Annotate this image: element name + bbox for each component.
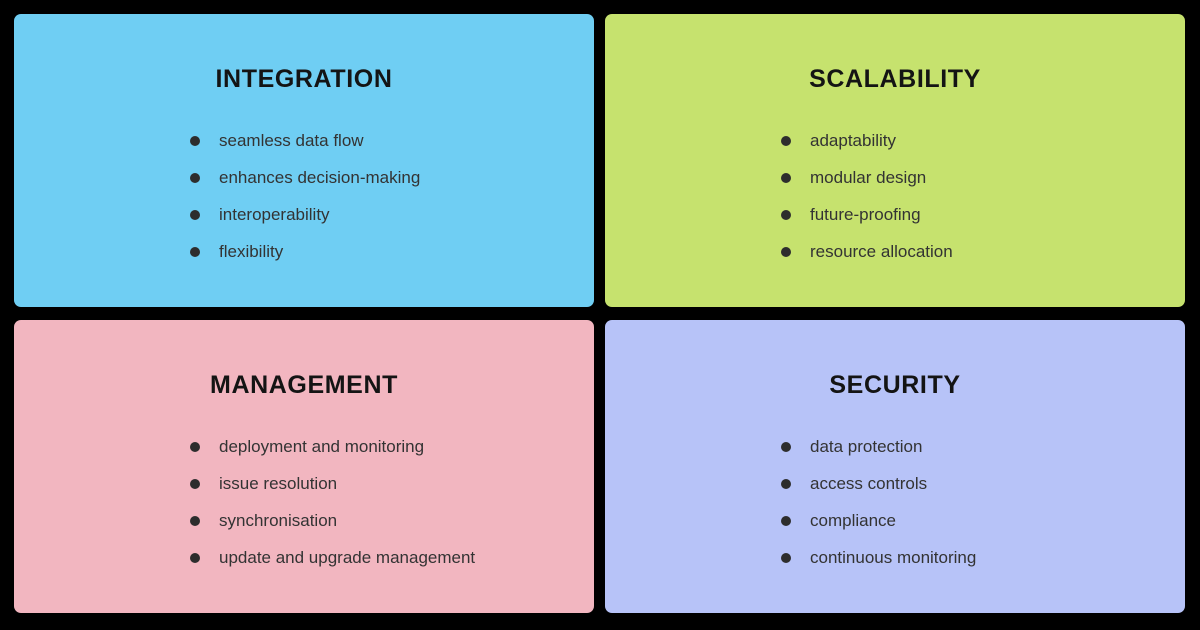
list-item-label: modular design: [810, 168, 927, 187]
quadrant-title-integration: INTEGRATION: [215, 65, 393, 93]
list-item-label: deployment and monitoring: [219, 437, 425, 456]
list-item-label: update and upgrade management: [219, 548, 476, 567]
bullet-list-security: data protection access controls complian…: [605, 438, 1185, 566]
bullet-icon: [781, 172, 791, 183]
quadrant-title-scalability: SCALABILITY: [809, 65, 981, 93]
list-item: modular design: [781, 169, 1185, 186]
bullet-icon: [781, 209, 791, 220]
list-item-label: resource allocation: [810, 242, 953, 261]
list-item: compliance: [781, 512, 1185, 529]
bullet-icon: [781, 552, 791, 563]
list-item-label: issue resolution: [219, 474, 338, 493]
list-item: deployment and monitoring: [190, 438, 594, 455]
bullet-icon: [781, 135, 791, 146]
list-item: data protection: [781, 438, 1185, 455]
quadrant-integration: INTEGRATION seamless data flow enhances …: [14, 14, 594, 307]
quadrant-security: SECURITY data protection access controls…: [605, 320, 1185, 613]
quadrant-management: MANAGEMENT deployment and monitoring iss…: [14, 320, 594, 613]
list-item-label: data protection: [810, 437, 923, 456]
list-item-label: access controls: [810, 474, 928, 493]
list-item-label: enhances decision-making: [219, 168, 421, 187]
bullet-icon: [781, 246, 791, 257]
quadrant-scalability: SCALABILITY adaptability modular design …: [605, 14, 1185, 307]
list-item: enhances decision-making: [190, 169, 594, 186]
bullet-icon: [190, 478, 200, 489]
list-item-label: compliance: [810, 511, 896, 530]
list-item: future-proofing: [781, 206, 1185, 223]
quadrant-title-management: MANAGEMENT: [210, 371, 398, 399]
list-item-label: seamless data flow: [219, 131, 364, 150]
bullet-icon: [190, 515, 200, 526]
list-item-label: synchronisation: [219, 511, 338, 530]
quadrant-title-security: SECURITY: [829, 371, 961, 399]
list-item-label: future-proofing: [810, 205, 921, 224]
bullet-icon: [781, 515, 791, 526]
bullet-icon: [190, 552, 200, 563]
list-item: continuous monitoring: [781, 549, 1185, 566]
bullet-list-management: deployment and monitoring issue resoluti…: [14, 438, 594, 566]
bullet-icon: [190, 135, 200, 146]
bullet-list-scalability: adaptability modular design future-proof…: [605, 132, 1185, 260]
list-item-label: continuous monitoring: [810, 548, 977, 567]
list-item-label: adaptability: [810, 131, 897, 150]
bullet-icon: [190, 246, 200, 257]
list-item: resource allocation: [781, 243, 1185, 260]
bullet-icon: [190, 172, 200, 183]
list-item-label: flexibility: [219, 242, 284, 261]
bullet-list-integration: seamless data flow enhances decision-mak…: [14, 132, 594, 260]
bullet-icon: [781, 441, 791, 452]
list-item: update and upgrade management: [190, 549, 594, 566]
list-item: issue resolution: [190, 475, 594, 492]
list-item: flexibility: [190, 243, 594, 260]
list-item: interoperability: [190, 206, 594, 223]
list-item: access controls: [781, 475, 1185, 492]
list-item: adaptability: [781, 132, 1185, 149]
list-item-label: interoperability: [219, 205, 330, 224]
bullet-icon: [190, 441, 200, 452]
list-item: synchronisation: [190, 512, 594, 529]
bullet-icon: [190, 209, 200, 220]
list-item: seamless data flow: [190, 132, 594, 149]
bullet-icon: [781, 478, 791, 489]
